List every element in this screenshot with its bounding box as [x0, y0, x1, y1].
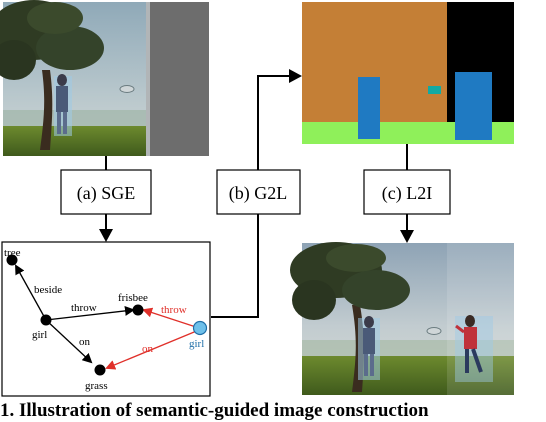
edge-on-new [105, 329, 200, 370]
node-girl-new [192, 320, 208, 336]
layout-box-frisbee [428, 86, 441, 94]
figure-caption: 1. Illustration of semantic-guided image… [0, 400, 429, 421]
step-box-l2i: (c) L2I [363, 169, 451, 215]
node-label-grass: grass [85, 380, 108, 392]
input-image [0, 0, 209, 156]
node-label-girl-existing: girl [32, 329, 47, 341]
edge-throw-new [142, 307, 200, 329]
edge-label-throw-new: throw [161, 304, 187, 316]
node-frisbee [132, 304, 144, 316]
step-label-l2i: (c) L2I [382, 183, 432, 204]
layout-map [302, 2, 514, 144]
edge-label-on-existing: on [79, 336, 91, 348]
scene-graph: tree frisbee girl grass girl beside thro… [1, 241, 211, 397]
node-label-frisbee: frisbee [118, 292, 148, 304]
edge-throw-existing [45, 305, 135, 321]
edge-beside [15, 264, 47, 321]
layout-box-girl-existing [358, 77, 380, 139]
edge-label-beside: beside [34, 284, 62, 296]
step-box-g2l: (b) G2L [216, 169, 301, 215]
node-girl-existing [40, 314, 52, 326]
layout-box-girl-new [455, 72, 492, 140]
node-label-tree: tree [4, 247, 21, 259]
step-box-sge: (a) SGE [60, 169, 152, 215]
edge-on-existing [45, 319, 93, 364]
node-label-girl-new: girl [189, 338, 204, 350]
output-image [290, 242, 514, 395]
edge-label-on-new: on [142, 343, 154, 355]
node-grass [94, 364, 106, 376]
step-label-g2l: (b) G2L [229, 183, 287, 204]
step-label-sge: (a) SGE [77, 183, 135, 204]
edge-label-throw-existing: throw [71, 302, 97, 314]
node-tree [6, 254, 18, 266]
